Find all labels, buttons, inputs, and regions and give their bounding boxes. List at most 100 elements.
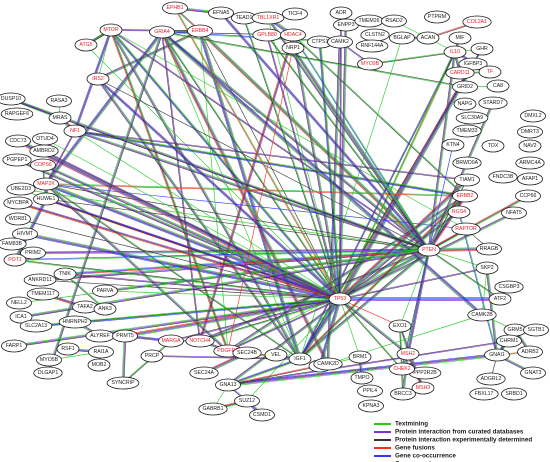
node-ptprm[interactable]: PTPRM [424, 10, 450, 24]
node-cops6[interactable]: COPS6 [30, 158, 56, 172]
node-dmrt3[interactable]: DMRT3 [517, 125, 543, 139]
node-sec24a[interactable]: SEC24A [189, 366, 219, 380]
node-otud4[interactable]: OTUD4 [32, 132, 58, 146]
node-farp1[interactable]: FARP1 [1, 339, 27, 353]
node-hdac4[interactable]: HDAC4 [280, 28, 306, 42]
node-adgrl2[interactable]: ADGRL2 [476, 372, 506, 386]
node-grid2[interactable]: GRID2 [452, 80, 478, 94]
node-rnf144a[interactable]: RNF144A [355, 39, 389, 53]
node-slc2a13[interactable]: SLC2A13 [19, 319, 53, 333]
node-mtor[interactable]: MTOR [99, 23, 123, 37]
node-gnat3[interactable]: GNAT3 [520, 366, 546, 380]
node-atf2[interactable]: ATF2 [488, 292, 512, 306]
node-gplb80[interactable]: GPLB80 [252, 28, 282, 42]
node-armc4a[interactable]: ARMC4A [515, 156, 545, 170]
node-pgpep1[interactable]: PGPEP1 [2, 153, 32, 167]
node-ankrd11[interactable]: ANKRD11 [23, 273, 57, 287]
node-notch4[interactable]: NOTCH4 [185, 334, 215, 348]
node-fam83b[interactable]: FAM83B [0, 237, 27, 251]
node-hivmt[interactable]: HIVMT [12, 227, 38, 241]
node-sec24b[interactable]: SEC24B [232, 346, 262, 360]
node-tmem117[interactable]: TMEM117 [26, 287, 60, 301]
node-rsad2[interactable]: RSAD2 [381, 14, 407, 28]
node-ephb1[interactable]: EPHB1 [162, 1, 188, 15]
node-col2a1[interactable]: COL2A1 [462, 15, 492, 29]
node-myo9b[interactable]: MYO9B [357, 57, 383, 71]
node-pot1[interactable]: POT1 [3, 253, 27, 267]
node-nell2[interactable]: NELL2 [6, 296, 32, 310]
node-il10[interactable]: IL10 [443, 45, 467, 59]
node-ccp66[interactable]: CCP66 [515, 189, 541, 203]
node-clstn2[interactable]: CLSTN2 [360, 28, 390, 42]
node-camk2d[interactable]: CAMK2D [313, 357, 343, 371]
node-rai1a[interactable]: RAI1A [88, 345, 114, 359]
node-tp53[interactable]: TP53 [328, 292, 352, 306]
node-napg[interactable]: NAPG [453, 97, 477, 111]
node-syncrip[interactable]: SYNCRIP [106, 376, 140, 390]
node-csgbp3[interactable]: CSGBP3 [494, 280, 524, 294]
node-kpna3[interactable]: KPNA3 [358, 399, 384, 413]
node-mob2[interactable]: MOB2 [87, 358, 111, 372]
node-fbxl17[interactable]: FBXL17 [469, 387, 499, 401]
node-raptor[interactable]: RAPTOR [451, 222, 481, 236]
node-prim2[interactable]: PRIM2 [20, 246, 46, 260]
node-msh3[interactable]: MSH3 [411, 381, 435, 395]
node-tbl1xr1[interactable]: TBL1XR1 [251, 11, 285, 25]
node-gna13[interactable]: GNA13 [215, 378, 241, 392]
node-tmpo[interactable]: TMPO [350, 371, 374, 385]
node-slc30a9[interactable]: SLC30A9 [455, 111, 489, 125]
node-map2k[interactable]: MAP2K [33, 177, 59, 191]
node-nrp1[interactable]: NRP1 [281, 41, 305, 55]
node-pten[interactable]: PTEN [417, 243, 441, 257]
node-vel[interactable]: VEL [264, 348, 288, 362]
node-efna5[interactable]: EFNA5 [208, 6, 234, 20]
node-ghr[interactable]: GHR [470, 42, 494, 56]
node-ambrd2[interactable]: AMBRD2 [29, 144, 59, 158]
node-adrb2[interactable]: ADRB2 [517, 345, 543, 359]
node-brwd0a[interactable]: BRWD0A [452, 156, 482, 170]
node-ticf4[interactable]: TICF4 [282, 7, 308, 21]
node-alyref[interactable]: ALYREF [85, 329, 115, 343]
node-exo1[interactable]: EXO1 [388, 319, 412, 333]
node-sgtb1[interactable]: SGTB1 [523, 323, 549, 337]
node-ica1[interactable]: ICA1 [9, 310, 33, 324]
node-cdc73[interactable]: CDC73 [5, 134, 31, 148]
node-gria4[interactable]: GRIA4 [149, 25, 175, 39]
node-nfat5[interactable]: NFAT5 [501, 206, 527, 220]
node-wdr81[interactable]: WDR81 [5, 212, 31, 226]
node-erbb4[interactable]: ERBB4 [187, 24, 213, 38]
node-tnik[interactable]: TNIK [53, 267, 77, 281]
node-skp2[interactable]: SKP2 [475, 261, 499, 275]
node-chrm1[interactable]: CHRM1 [496, 334, 522, 348]
node-nf1[interactable]: NF1 [63, 124, 87, 138]
node-rgs4[interactable]: RGS4 [447, 205, 471, 219]
node-dmxl2[interactable]: DMXL2 [520, 109, 546, 123]
node-gnai1[interactable]: GNAI1 [484, 348, 510, 362]
node-dlgap1[interactable]: DLGAP1 [33, 366, 63, 380]
node-ktn4[interactable]: KTN4 [441, 138, 465, 152]
node-fndc3b[interactable]: FNDC3B [488, 170, 518, 184]
node-tmem33[interactable]: TMEM33 [452, 124, 482, 138]
node-tf[interactable]: TF [478, 65, 502, 79]
node-igfbp3[interactable]: IGFBP3 [458, 57, 488, 71]
node-tox[interactable]: TOX [481, 139, 505, 153]
node-tiam1[interactable]: TIAM1 [454, 173, 480, 187]
node-suz12[interactable]: SUZ12 [234, 394, 260, 408]
node-marga[interactable]: MARGA [158, 334, 184, 348]
node-brm1[interactable]: BRM1 [348, 350, 372, 364]
node-srbd1[interactable]: SRBD1 [501, 387, 527, 401]
node-dusp10[interactable]: DUSP10 [0, 92, 26, 106]
node-parva[interactable]: PARVA [92, 284, 118, 298]
node-brcc3[interactable]: BRCC3 [390, 387, 416, 401]
node-afap1[interactable]: AFAP1 [517, 172, 543, 186]
node-erbb2[interactable]: ERBB2 [452, 189, 478, 203]
node-mras[interactable]: MRAS [48, 111, 72, 125]
node-camk2[interactable]: CAMK2 [327, 35, 353, 49]
node-chek2[interactable]: CHEK2 [389, 362, 415, 376]
node-rapgef6[interactable]: RAPGEF6 [0, 107, 34, 121]
node-adr[interactable]: ADR [329, 6, 353, 20]
node-rragb[interactable]: RRAGB [476, 242, 502, 256]
node-ank3[interactable]: ANK3 [93, 302, 117, 316]
node-stard7[interactable]: STARD7 [478, 96, 508, 110]
node-prmt5[interactable]: PRMT5 [112, 329, 138, 343]
